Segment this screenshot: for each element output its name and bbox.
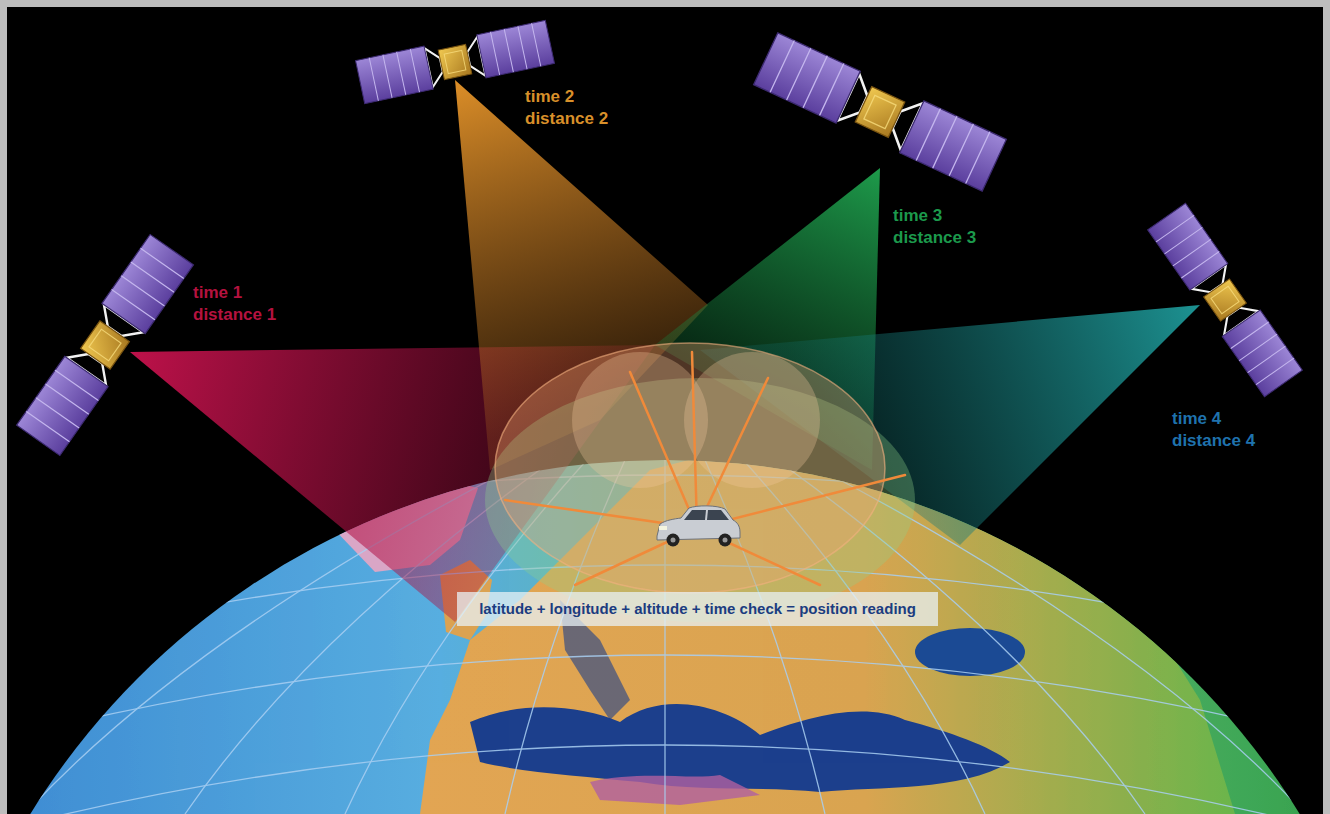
path-shape: [590, 775, 760, 805]
caption-band: latitude + longitude + altitude + time c…: [457, 592, 938, 626]
satellite: [1148, 203, 1303, 396]
line-shape: [706, 510, 707, 520]
ellipse-shape: [495, 343, 885, 593]
coverage-areas: [485, 343, 915, 622]
circle-shape: [723, 538, 728, 543]
satellite-label: time 3: [893, 205, 942, 226]
path-shape: [684, 510, 729, 520]
satellite-label: time 2: [525, 86, 574, 107]
circle-shape: [719, 534, 732, 547]
satellites: [17, 20, 1303, 455]
satellite: [356, 20, 555, 103]
position-formula: latitude + longitude + altitude + time c…: [479, 599, 916, 619]
satellite-label: distance 2: [525, 108, 608, 129]
circle-shape: [684, 352, 820, 488]
circle-shape: [671, 538, 676, 543]
satellite-label: time 1: [193, 282, 242, 303]
line-shape: [692, 352, 697, 528]
car: [657, 506, 740, 547]
ellipse-shape: [495, 343, 885, 593]
satellite-label: time 4: [1172, 408, 1221, 429]
signal-beams: [130, 80, 1200, 622]
range-lines: [505, 352, 905, 585]
satellite: [754, 33, 1007, 191]
circle-shape: [667, 534, 680, 547]
satellite-label: distance 1: [193, 304, 276, 325]
rect-shape: [659, 526, 667, 530]
satellite: [17, 235, 194, 456]
line-shape: [630, 372, 697, 528]
satellite-label: distance 3: [893, 227, 976, 248]
satellite-label: distance 4: [1172, 430, 1255, 451]
